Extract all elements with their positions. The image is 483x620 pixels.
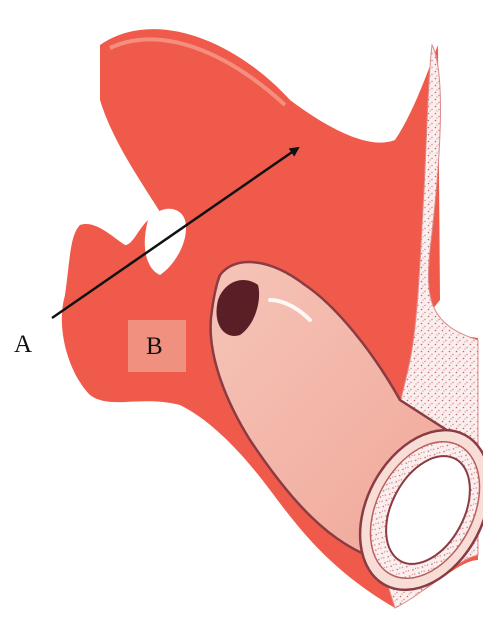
label-b: B xyxy=(146,333,163,360)
label-a: A xyxy=(14,331,32,358)
